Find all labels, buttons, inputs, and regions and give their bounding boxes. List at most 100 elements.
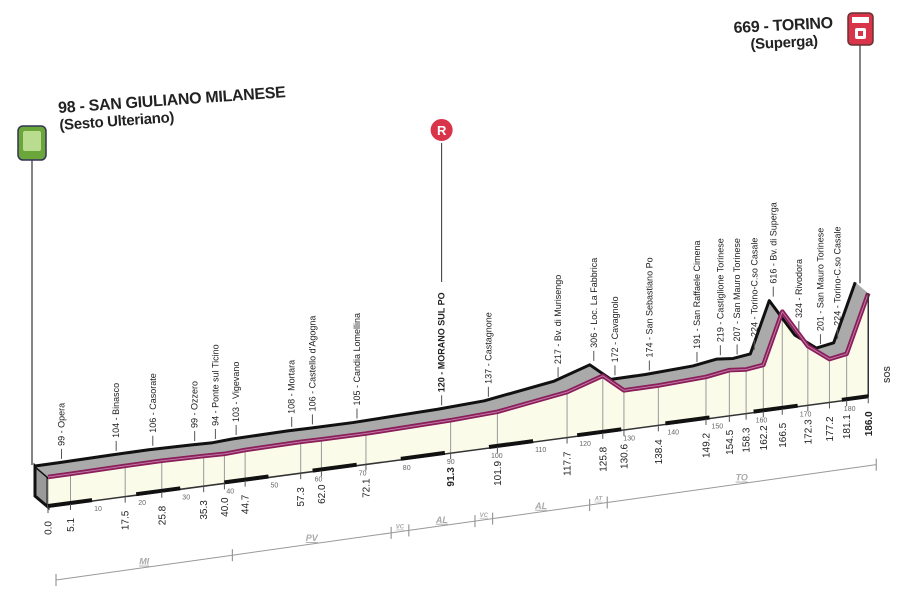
place-label: 106 - Casorate bbox=[148, 373, 158, 433]
km-tick-label: 170 bbox=[800, 412, 812, 419]
km-tick-label: 80 bbox=[403, 465, 411, 472]
km-tick-label: 140 bbox=[667, 429, 679, 436]
place-label: 191 - San Raffaele Cimena bbox=[692, 241, 702, 349]
place-label: 217 - Bv. di Murisengo bbox=[553, 275, 563, 364]
place-label: 207 - San Mauro Torinese bbox=[732, 238, 742, 341]
finish-icon-banner bbox=[852, 17, 869, 23]
km-tick-label: 110 bbox=[535, 447, 546, 454]
distance-label: 91.3 bbox=[446, 467, 457, 487]
profile-baseline bbox=[47, 396, 869, 508]
km-tick-label: 30 bbox=[182, 494, 190, 501]
km-tick-label: 150 bbox=[712, 424, 724, 431]
region-bracket-line bbox=[408, 520, 476, 531]
km-scale-segment bbox=[488, 439, 534, 449]
region-bracket-line bbox=[391, 529, 409, 534]
place-label: 174 - San Sebastiano Po bbox=[644, 257, 654, 357]
km-scale-segment bbox=[135, 486, 181, 497]
region-label: TO bbox=[736, 473, 748, 483]
route-line-highlight bbox=[47, 293, 869, 478]
km-tick-label: 40 bbox=[226, 488, 234, 495]
distance-label: 125.8 bbox=[598, 446, 609, 471]
distance-label: 181.1 bbox=[842, 414, 853, 439]
place-label: 105 - Candia Lomellina bbox=[352, 313, 362, 406]
distance-label: 17.5 bbox=[121, 510, 132, 530]
region-bracket-line bbox=[492, 504, 590, 520]
distance-label: 0.0 bbox=[44, 521, 55, 535]
km-tick-label: 20 bbox=[138, 500, 146, 507]
km-tick-label: 100 bbox=[491, 453, 503, 460]
km-tick-label: 60 bbox=[315, 477, 323, 484]
distance-label: 130.6 bbox=[619, 444, 630, 469]
place-label: 120 - MORANO SUL PO bbox=[437, 292, 447, 392]
place-label: 137 - Castagnone bbox=[483, 312, 493, 384]
place-label: 219 - Castiglione Torinese bbox=[715, 238, 725, 342]
km-tick-label: 10 bbox=[94, 506, 102, 513]
km-scale-segment bbox=[47, 498, 93, 508]
distance-label: 172.3 bbox=[803, 419, 814, 444]
distance-label: 186.0 bbox=[864, 411, 875, 436]
distance-label: 40.0 bbox=[220, 497, 231, 517]
place-label: 99 - Opera bbox=[56, 403, 66, 446]
region-label: AL bbox=[435, 515, 448, 525]
distance-label: 35.3 bbox=[199, 500, 210, 520]
region-bracket-line bbox=[589, 502, 608, 506]
start-icon-inner bbox=[23, 131, 41, 151]
place-label: 306 - Loc. La Fabbrica bbox=[589, 258, 599, 348]
km-tick-label: 120 bbox=[579, 441, 591, 448]
region-label: PV bbox=[306, 533, 319, 543]
profile-back-line bbox=[34, 281, 857, 468]
place-label: 108 - Mortara bbox=[287, 360, 297, 414]
region-bracket-line bbox=[232, 532, 392, 556]
feed-zone-icon bbox=[428, 117, 455, 143]
distance-label: 44.7 bbox=[241, 494, 252, 514]
km-scale-segment bbox=[400, 450, 446, 461]
km-tick-label: 70 bbox=[359, 471, 367, 478]
profile-top-band bbox=[35, 282, 869, 477]
distance-label: 72.1 bbox=[361, 478, 372, 498]
distance-label: 166.5 bbox=[778, 422, 789, 447]
profile-front-face bbox=[48, 293, 869, 507]
region-bracket-line bbox=[55, 554, 233, 581]
distance-label: 149.2 bbox=[701, 433, 712, 458]
place-label: 224 - Torino-C.so Casale bbox=[833, 226, 843, 325]
km-scale-segment bbox=[753, 403, 798, 414]
region-label: VC bbox=[480, 513, 489, 519]
distance-label: 158.3 bbox=[742, 427, 753, 452]
distance-label: 5.1 bbox=[66, 518, 77, 532]
place-label: 104 - Binasco bbox=[111, 383, 121, 438]
km-tick-label: 130 bbox=[623, 435, 635, 442]
place-label: 224 - Torino-C.so Casale bbox=[749, 238, 759, 337]
distance-label: 62.0 bbox=[317, 484, 328, 504]
region-label: MI bbox=[139, 557, 149, 567]
distance-label: 57.3 bbox=[296, 487, 307, 507]
km-scale-segment bbox=[224, 474, 269, 485]
region-label: AT bbox=[594, 497, 604, 503]
distance-label: 117.7 bbox=[563, 451, 574, 476]
km-tick-label: 180 bbox=[844, 406, 856, 413]
distance-label: 177.2 bbox=[825, 416, 836, 441]
place-label: 99 - Ozzero bbox=[190, 381, 200, 428]
finish-side-label: SOS bbox=[883, 365, 892, 383]
place-label: 106 - Castello d'Agogna bbox=[307, 316, 317, 412]
km-scale-segment bbox=[665, 415, 710, 426]
place-label: 94 - Ponte sul Ticino bbox=[210, 344, 220, 426]
region-bracket-line bbox=[474, 518, 493, 522]
region-label: VC bbox=[396, 525, 405, 531]
km-scale-segment bbox=[312, 462, 357, 473]
distance-label: 138.4 bbox=[654, 439, 665, 464]
km-scale-segment bbox=[576, 427, 622, 438]
km-tick-label: 160 bbox=[756, 418, 768, 425]
place-label: 324 - Rivodora bbox=[794, 259, 804, 318]
distance-label: 154.5 bbox=[725, 429, 736, 454]
place-label: 103 - Vigevano bbox=[231, 362, 241, 422]
distance-label: 162.2 bbox=[759, 425, 770, 450]
feed-zone-icon-label: R bbox=[437, 123, 447, 138]
km-scale-segment bbox=[841, 394, 869, 402]
place-label: 172 - Cavagnolo bbox=[610, 296, 620, 362]
distance-label: 25.8 bbox=[157, 505, 168, 525]
region-label: AL bbox=[534, 501, 547, 511]
km-tick-label: 50 bbox=[271, 483, 279, 490]
km-tick-label: 90 bbox=[447, 459, 455, 466]
